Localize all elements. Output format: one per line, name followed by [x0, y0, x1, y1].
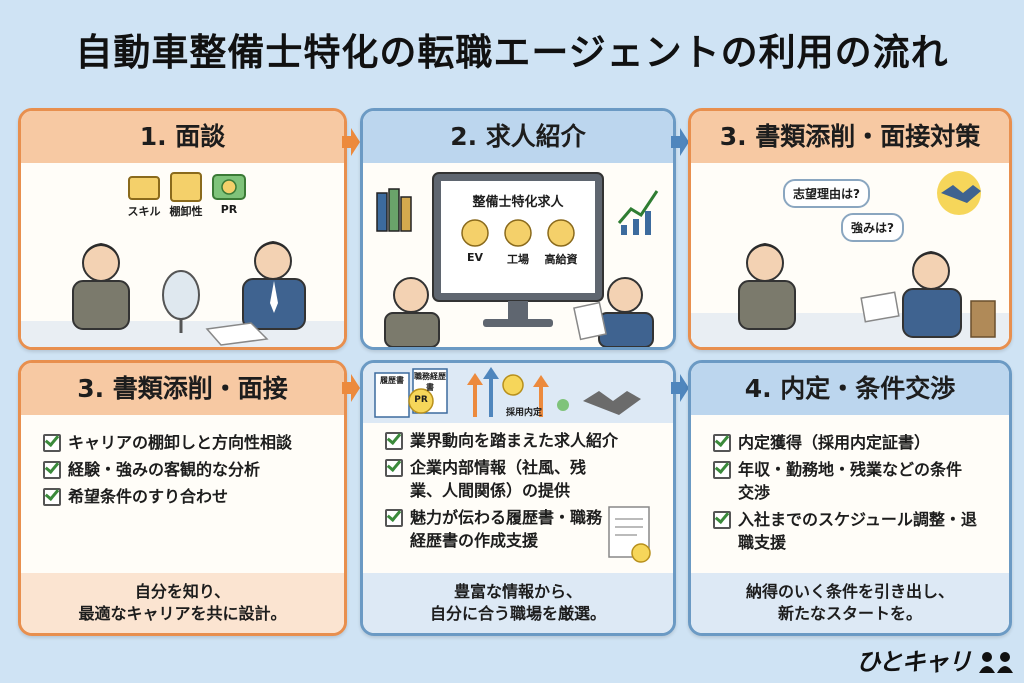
card-doc-interview-prep: 3. 書類添削・面接対策 志望理由は? 強みは? [688, 108, 1012, 350]
mechanic-head [393, 277, 429, 313]
list-item: 企業内部情報（社風、残業、人間関係）の提供 [385, 456, 659, 502]
doc-prep-scene [691, 171, 1009, 347]
brand-logo: ひとキャリ [856, 642, 1014, 677]
list-item: キャリアの棚卸しと方向性相談 [43, 431, 330, 454]
card-heading: 2. 求人紹介 [363, 111, 673, 163]
support-icons: 履歴書 職務経歴書 PR 採用内定 [363, 363, 673, 423]
list-item: 希望条件のすり合わせ [43, 485, 330, 508]
checkbox-icon [43, 461, 61, 479]
card-heading: 3. 書類添削・面接対策 [691, 111, 1009, 163]
interview-illustration: スキル 棚卸性 PR [21, 163, 344, 347]
pr-badge-label: PR [414, 395, 428, 405]
list-item: 年収・勤務地・残業などの条件交渉 [713, 458, 995, 504]
yen-coin-icon [502, 374, 524, 396]
list-item: 経験・強みの客観的な分析 [43, 458, 330, 481]
people-icon [979, 652, 1013, 673]
document-icon [860, 291, 900, 323]
support-icon-strip [374, 367, 641, 418]
resume-icon [374, 372, 410, 418]
screen-item-factory: 工場 [507, 253, 529, 266]
books-icon [376, 192, 388, 232]
checkbox-icon [713, 434, 731, 452]
speech-bubble-strength: 強みは? [841, 213, 904, 242]
handshake-icon [583, 391, 641, 415]
offer-label: 採用内定 [505, 408, 542, 418]
certificate-icon [608, 506, 651, 563]
arrow-right-icon [342, 374, 360, 402]
money-icon [557, 399, 569, 411]
arrow-right-icon [342, 128, 360, 156]
speech-bubble-motive: 志望理由は? [783, 179, 870, 208]
checkbox-icon [43, 434, 61, 452]
card-offer: 4. 内定・条件交渉 内定獲得（採用内定証書） 年収・勤務地・残業などの条件交渉… [688, 360, 1012, 636]
tag-pr: PR [220, 203, 238, 216]
building-icon [170, 172, 202, 202]
arrow-right-icon [671, 374, 689, 402]
factory-icon [504, 219, 532, 247]
mechanic-body [72, 280, 130, 330]
card-footer: 納得のいく条件を引き出し、 新たなスタートを。 [691, 573, 1009, 633]
job-intro-scene [376, 172, 659, 347]
list-item: 魅力が伝わる履歴書・職務経歴書の作成支援 [385, 506, 659, 552]
checkbox-icon [385, 432, 403, 450]
arrow-right-icon [671, 128, 689, 156]
tag-skill: スキル [127, 205, 161, 218]
document-icon [573, 301, 607, 341]
card-heading: 1. 面談 [21, 111, 344, 163]
doc-label-resume: 履歴書 [380, 376, 404, 385]
growth-chart-icon [617, 190, 659, 224]
checklist: キャリアの棚卸しと方向性相談 経験・強みの客観的な分析 希望条件のすり合わせ [21, 415, 344, 508]
card-heading: 4. 内定・条件交渉 [691, 363, 1009, 415]
paper-icon [205, 322, 269, 346]
card-support: 履歴書 職務経歴書 PR 採用内定 業界動向を踏まえた求人紹介 企業内部情報（社… [360, 360, 676, 636]
card-doc-interview: 3. 書類添削・面接 キャリアの棚卸しと方向性相談 経験・強みの客観的な分析 希… [18, 360, 347, 636]
screen-item-salary: 高給資 [544, 253, 578, 266]
card-heading: 3. 書類添削・面接 [21, 363, 344, 415]
card-interview: 1. 面談 スキル 棚卸性 PR [18, 108, 347, 350]
wrench-icon [547, 219, 575, 247]
checkbox-icon [385, 509, 403, 527]
list-item: 入社までのスケジュール調整・退職支援 [713, 508, 995, 554]
interview-scene [21, 172, 344, 347]
checkbox-icon [713, 511, 731, 529]
ev-icon [461, 219, 489, 247]
tag-inventory: 棚卸性 [169, 205, 203, 218]
screen-title: 整備士特化求人 [472, 195, 564, 210]
checkbox-icon [43, 488, 61, 506]
job-intro-illustration: 整備士特化求人 EV 工場 高給資 [363, 163, 673, 347]
checkbox-icon [385, 459, 403, 477]
checkbox-icon [713, 461, 731, 479]
list-item: 内定獲得（採用内定証書） [713, 431, 995, 454]
checklist: 業界動向を踏まえた求人紹介 企業内部情報（社風、残業、人間関係）の提供 魅力が伝… [363, 423, 673, 552]
doc-label-cv: 職務経歴書 [414, 372, 446, 392]
doc-prep-illustration: 志望理由は? 強みは? [691, 163, 1009, 347]
pr-badge-icon [408, 388, 434, 414]
mirror-icon [162, 270, 200, 320]
screen-item-ev: EV [466, 251, 484, 264]
checklist: 内定獲得（採用内定証書） 年収・勤務地・残業などの条件交渉 入社までのスケジュー… [691, 415, 1009, 554]
card-job-intro: 2. 求人紹介 整備士特化求人 EV [360, 108, 676, 350]
agent-head [607, 277, 643, 313]
card-footer: 自分を知り、 最適なキャリアを共に設計。 [21, 573, 344, 633]
laptop-icon [128, 176, 160, 200]
card-footer: 豊富な情報から、 自分に合う職場を厳選。 [363, 573, 673, 633]
list-item: 業界動向を踏まえた求人紹介 [385, 429, 659, 452]
page-title: 自動車整備士特化の転職エージェントの利用の流れ [75, 31, 949, 74]
